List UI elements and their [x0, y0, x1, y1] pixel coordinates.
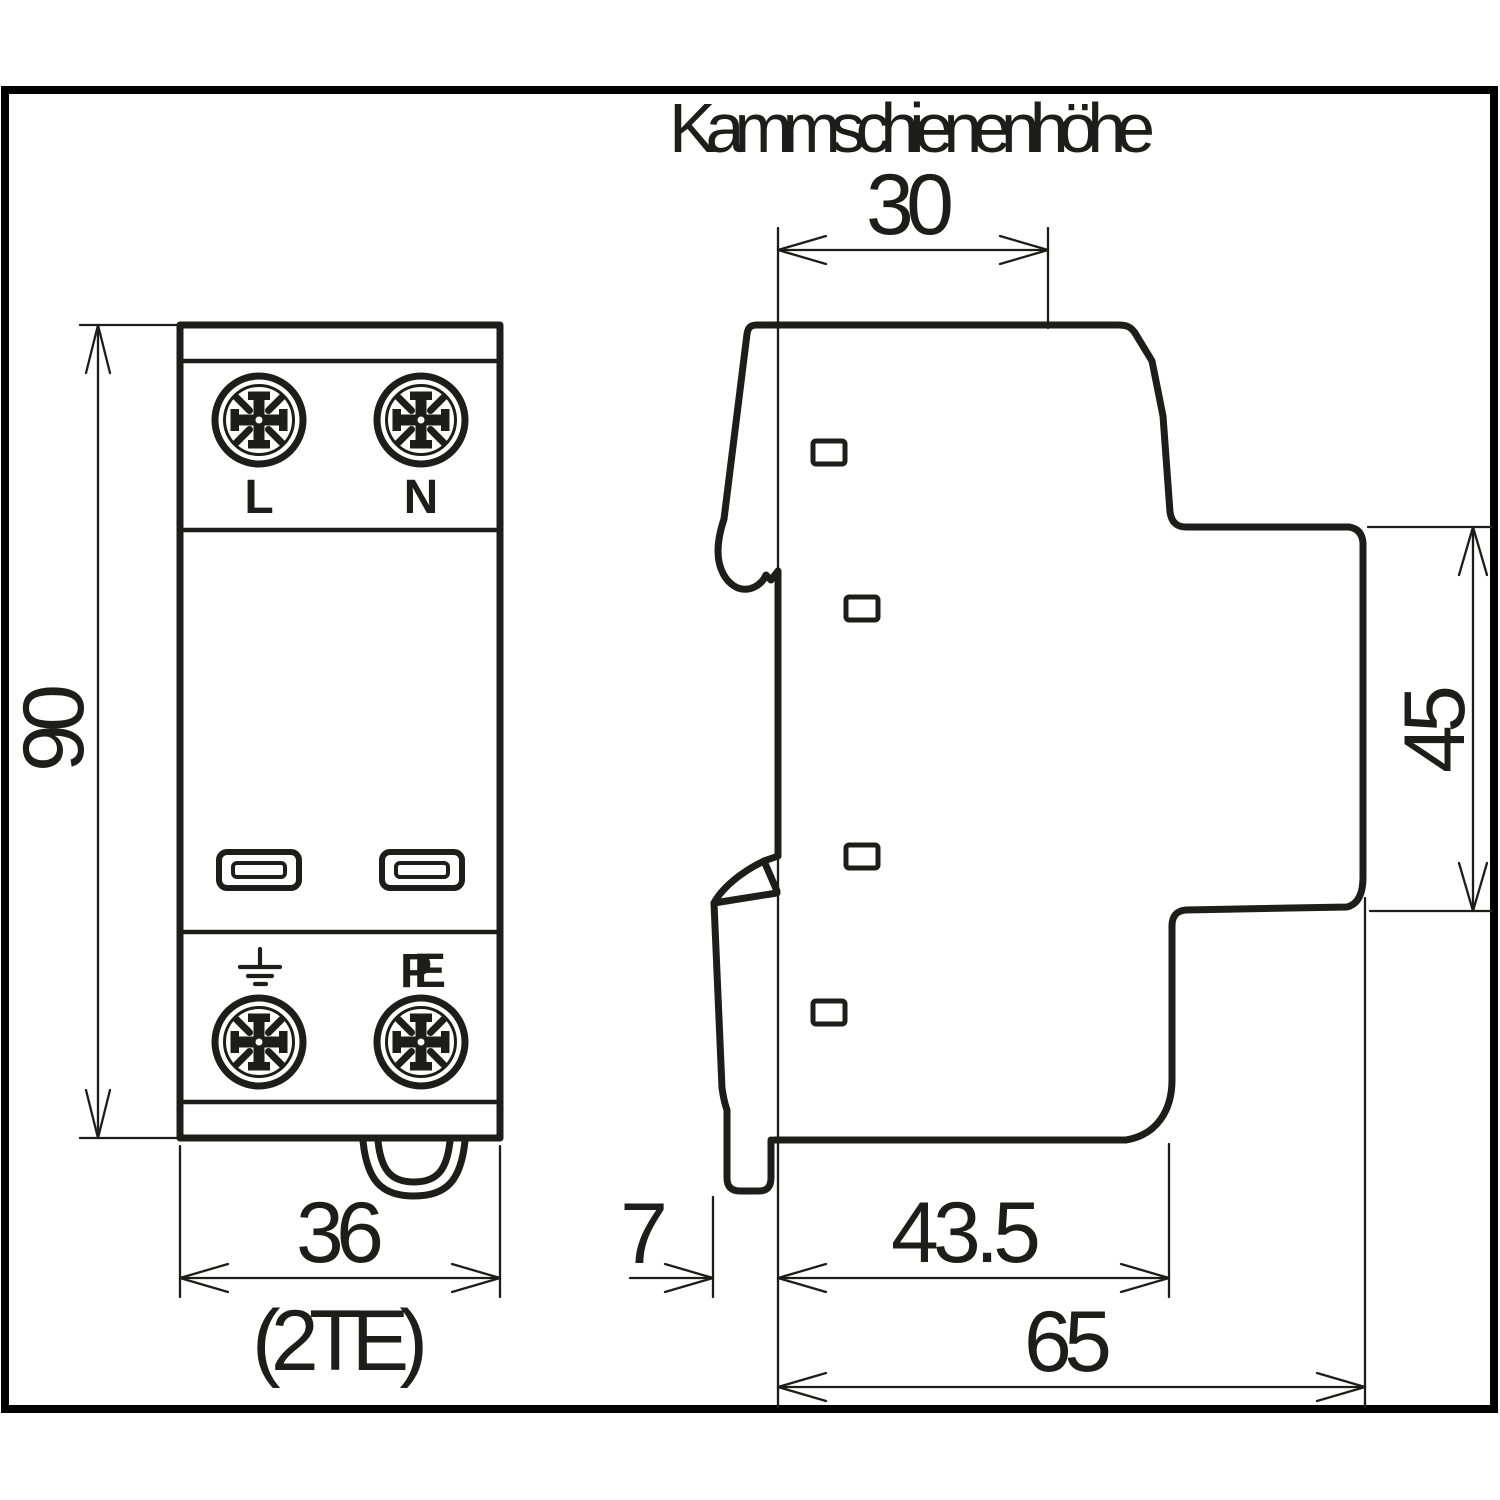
dim-45: 45	[1366, 525, 1494, 913]
dim-36: 36 (2TE)	[178, 1144, 502, 1389]
dimension-annotations: 90 36 (2TE) Kammschienenhöhe 30 45	[6, 89, 1494, 1409]
side-view-latch-flag-lines	[710, 857, 781, 907]
terminal-label-PE: PE	[400, 945, 446, 998]
dim-7-and-43-5: 7 43.5	[620, 1142, 1171, 1299]
dim-30: Kammschienenhöhe 30	[669, 89, 1155, 330]
side-vent-3	[843, 842, 881, 871]
dim-65-arrows	[776, 1371, 1367, 1403]
dim-90: 90	[6, 323, 180, 1140]
dim-43-5-value: 43.5	[891, 1185, 1041, 1281]
front-clip-tab-outer	[359, 1137, 469, 1200]
dim-7-43-5-arrows	[663, 1262, 1171, 1294]
dim-36-value: 36	[296, 1185, 384, 1281]
comb-rail-title: Kammschienenhöhe	[669, 89, 1155, 167]
dim-2te-note: (2TE)	[252, 1293, 428, 1389]
dim-30-arrows	[776, 234, 1050, 266]
side-view-vents	[810, 438, 881, 1027]
screw-terminal-earth-icon	[215, 998, 303, 1086]
dim-45-arrows	[1457, 525, 1489, 913]
side-view-body-outline	[753, 321, 1367, 1144]
drawing-frame	[1, 86, 1498, 1413]
terminal-label-L: L	[244, 471, 273, 524]
front-view-body-outline	[176, 321, 504, 1142]
screw-terminal-N-icon	[377, 376, 465, 464]
earth-symbol-icon	[237, 946, 283, 987]
side-vent-1	[810, 438, 848, 467]
dim-7-value: 7	[620, 1186, 668, 1282]
dim-90-arrows	[84, 323, 112, 1140]
screw-terminal-L-icon	[215, 376, 303, 464]
side-vent-2	[843, 594, 881, 623]
front-clip-tab-inner	[374, 1137, 454, 1186]
dim-65-value: 65	[1024, 1294, 1112, 1390]
dim-90-value: 90	[6, 684, 102, 772]
side-view	[710, 321, 1367, 1195]
terminal-label-N: N	[404, 471, 439, 524]
dim-36-arrows	[178, 1262, 502, 1294]
front-view: L N PE	[176, 321, 504, 1200]
screw-terminal-PE-icon	[377, 998, 465, 1086]
dim-30-value: 30	[866, 157, 954, 253]
dim-65: 65	[776, 896, 1367, 1409]
dim-45-value: 45	[1387, 685, 1483, 773]
side-vent-4	[810, 998, 848, 1027]
